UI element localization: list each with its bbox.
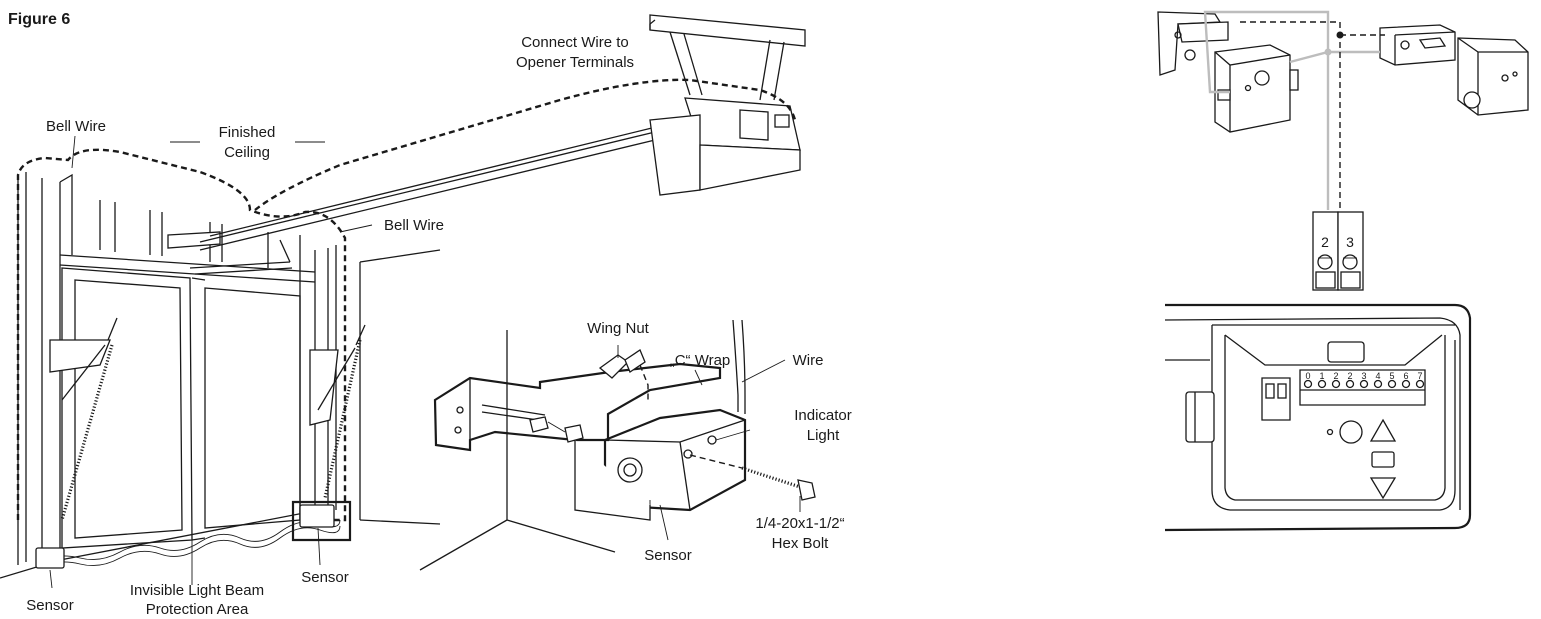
label-invisible-light-beam: Invisible Light Beam [130, 582, 264, 599]
stop-button-icon [1371, 451, 1395, 468]
strip-number: 6 [1403, 371, 1408, 381]
label-indicator: Indicator [794, 407, 852, 424]
up-arrow-icon [1369, 418, 1397, 442]
down-arrow-icon [1369, 477, 1397, 500]
strip-number: 1 [1319, 371, 1324, 381]
terminal-label-3: 3 [1346, 234, 1354, 250]
label-bell-wire-top: Bell Wire [46, 118, 106, 135]
label-finished: Finished [219, 124, 276, 141]
label-sensor-detail: Sensor [644, 547, 692, 564]
sensor-bracket-detail [419, 319, 816, 571]
strip-number: 3 [1361, 371, 1366, 381]
terminal-label-2: 2 [1321, 234, 1329, 250]
garage-door-scene [0, 125, 661, 579]
label-ceiling: Ceiling [224, 144, 270, 161]
label-opener-terminals: Opener Terminals [516, 54, 634, 71]
strip-number: 4 [1375, 371, 1380, 381]
figure-title: Figure 6 [8, 11, 70, 28]
label-protection-area: Protection Area [146, 601, 249, 618]
strip-number: 0 [1305, 371, 1310, 381]
bell-wire-route [16, 78, 797, 522]
label-bolt-size: 1/4-20x1-1/2“ [755, 515, 844, 532]
wiring-diagram [1157, 10, 1529, 532]
label-bell-wire-mid: Bell Wire [384, 217, 444, 234]
strip-number: 2 [1347, 371, 1352, 381]
label-wing-nut: Wing Nut [587, 320, 650, 337]
label-sensor-right: Sensor [301, 569, 349, 586]
label-light: Light [807, 427, 840, 444]
strip-number: 5 [1389, 371, 1394, 381]
label-connect-wire: Connect Wire to [521, 34, 629, 51]
strip-number: 7 [1417, 371, 1422, 381]
terminal-screws [1303, 379, 1425, 389]
terminal-strip-numbers: 0 1 2 2 3 4 5 6 7 [1305, 371, 1422, 381]
label-hex-bolt: Hex Bolt [772, 535, 830, 552]
strip-number: 2 [1333, 371, 1338, 381]
label-c-wrap: „C“ Wrap [670, 352, 731, 369]
label-sensor-left: Sensor [26, 597, 74, 614]
garage-door-opener [649, 14, 806, 196]
label-wire: Wire [793, 352, 824, 369]
